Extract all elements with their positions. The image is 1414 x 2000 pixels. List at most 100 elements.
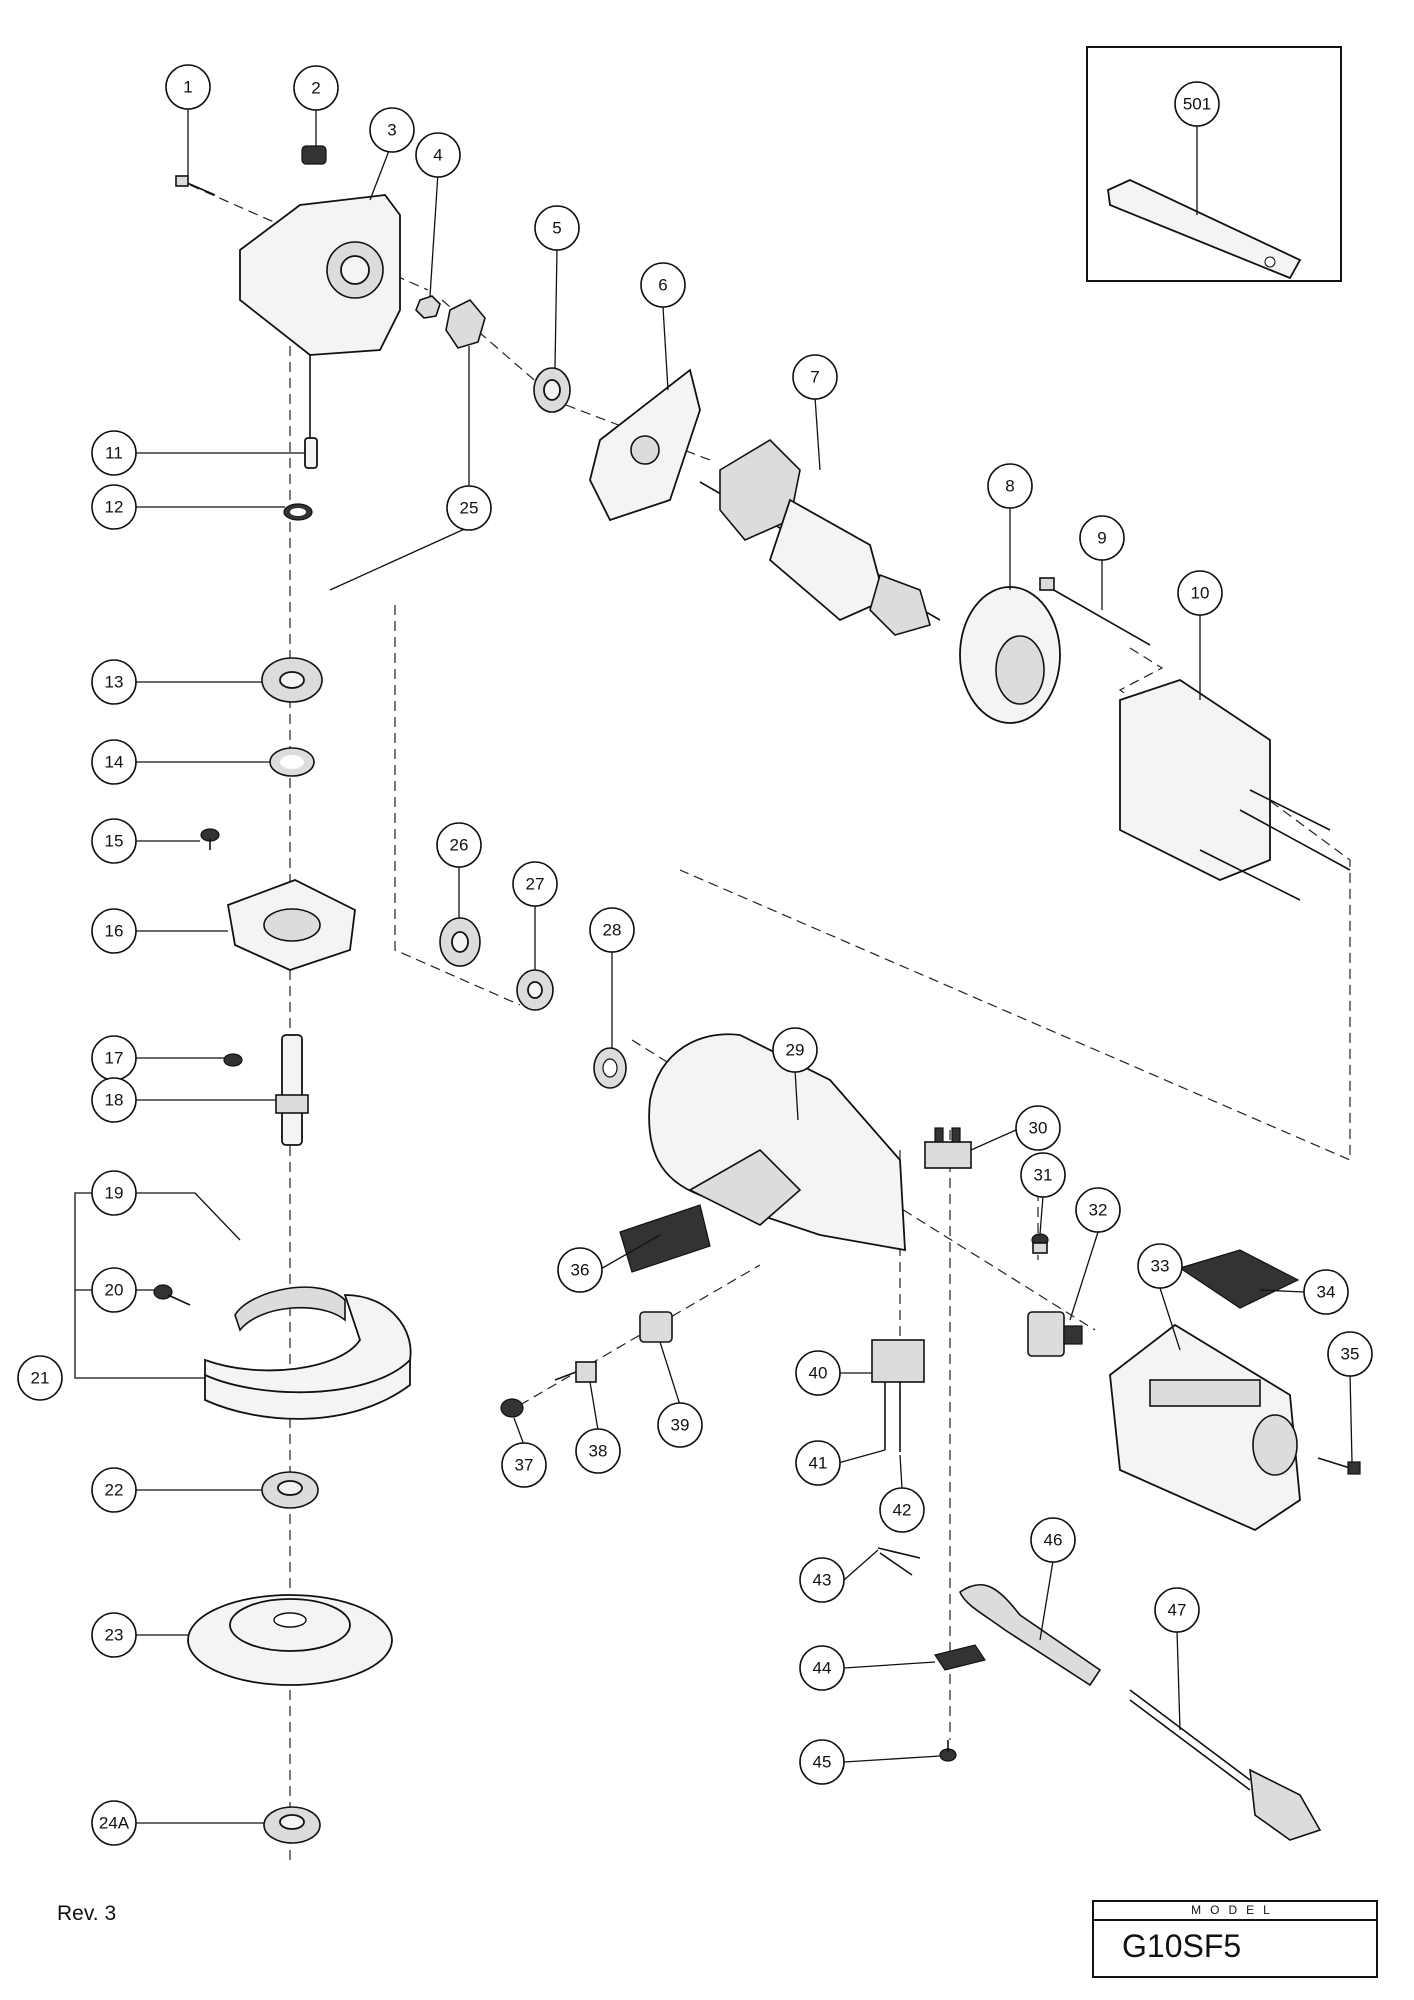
callouts: 1 2 3 4 5 6 7 8 9 10 11 12 13 14 15 16 1… (17, 64, 1373, 1846)
bearing-26-drawing (439, 917, 481, 967)
stator-10-drawing (1119, 679, 1351, 901)
model-caption: MODEL (1094, 1902, 1376, 1921)
bearing-13-drawing (261, 657, 323, 703)
tail-cover-33-drawing (1109, 1323, 1301, 1532)
callout-38: 38 (575, 1428, 621, 1474)
callout-9: 9 (1079, 515, 1125, 561)
cord-armor-46-drawing (959, 1583, 1102, 1687)
baffle-plate-6-drawing (589, 368, 701, 522)
screw-20-drawing (153, 1284, 191, 1306)
svg-text:18: 18 (105, 1091, 124, 1110)
svg-text:45: 45 (813, 1753, 832, 1772)
svg-text:37: 37 (515, 1456, 534, 1475)
callout-34: 34 (1303, 1269, 1349, 1315)
cord-clamp-44-drawing (934, 1644, 986, 1671)
revision-label: Rev. 3 (57, 1902, 117, 1925)
svg-text:8: 8 (1005, 477, 1014, 496)
svg-text:31: 31 (1034, 1166, 1053, 1185)
callout-46: 46 (1030, 1517, 1076, 1563)
spindle-18-drawing (275, 1034, 309, 1146)
noise-suppressor-40-drawing (871, 1339, 925, 1452)
svg-text:20: 20 (105, 1281, 124, 1300)
callout-41: 41 (795, 1440, 841, 1486)
callout-17: 17 (91, 1035, 137, 1081)
grinding-wheel-23-drawing (187, 1594, 393, 1686)
callout-18: 18 (91, 1077, 137, 1123)
washer-28-drawing (593, 1047, 627, 1089)
callout-501: 501 (1174, 81, 1220, 127)
callout-20: 20 (91, 1267, 137, 1313)
cord-47-drawing (1129, 1689, 1322, 1841)
callout-8: 8 (987, 463, 1033, 509)
svg-text:41: 41 (809, 1454, 828, 1473)
svg-text:4: 4 (433, 146, 442, 165)
switch-32-drawing (1027, 1311, 1083, 1357)
cap-2-drawing (301, 145, 327, 165)
callout-16: 16 (91, 908, 137, 954)
callout-44: 44 (799, 1645, 845, 1691)
callout-43: 43 (799, 1557, 845, 1603)
callout-6: 6 (640, 262, 686, 308)
callout-25: 25 (446, 485, 492, 531)
bearing-27-drawing (516, 969, 554, 1011)
screw-17-drawing (223, 1053, 243, 1067)
pin-11-drawing (304, 437, 318, 469)
pinion-gear-25-drawing (445, 299, 486, 349)
svg-text:2: 2 (311, 79, 320, 98)
svg-text:14: 14 (105, 753, 124, 772)
svg-text:26: 26 (450, 836, 469, 855)
callout-14: 14 (91, 739, 137, 785)
callout-27: 27 (512, 861, 558, 907)
svg-text:36: 36 (571, 1261, 590, 1280)
svg-text:501: 501 (1183, 95, 1211, 114)
svg-text:47: 47 (1168, 1601, 1187, 1620)
callout-7: 7 (792, 354, 838, 400)
callout-11: 11 (91, 430, 137, 476)
svg-text:43: 43 (813, 1571, 832, 1590)
brush-cap-37-drawing (500, 1398, 524, 1418)
wheel-guard-21-drawing (204, 1286, 412, 1420)
svg-text:24A: 24A (99, 1814, 130, 1833)
callout-22: 22 (91, 1467, 137, 1513)
callout-2: 2 (293, 65, 339, 111)
svg-text:46: 46 (1044, 1531, 1063, 1550)
label-34-drawing (1178, 1249, 1300, 1309)
svg-text:38: 38 (589, 1442, 608, 1461)
retaining-ring-12-drawing (283, 503, 313, 521)
svg-text:21: 21 (31, 1369, 50, 1388)
svg-text:44: 44 (813, 1659, 832, 1678)
wheel-nut-24a-drawing (263, 1806, 321, 1844)
svg-text:12: 12 (105, 498, 124, 517)
knob-31-drawing (1031, 1233, 1049, 1254)
svg-text:7: 7 (810, 368, 819, 387)
carbon-brush-38-drawing (554, 1361, 597, 1383)
screw-45-drawing (939, 1740, 957, 1762)
nut-4-drawing (415, 295, 441, 319)
callout-32: 32 (1075, 1187, 1121, 1233)
callout-21: 21 (17, 1355, 63, 1401)
svg-text:11: 11 (105, 444, 123, 463)
callout-3: 3 (369, 107, 415, 153)
washer-14-drawing (269, 747, 315, 777)
svg-text:33: 33 (1151, 1257, 1170, 1276)
callout-35: 35 (1327, 1331, 1373, 1377)
callout-28: 28 (589, 907, 635, 953)
screw-35-drawing (1317, 1457, 1361, 1475)
callout-30: 30 (1015, 1105, 1061, 1151)
svg-text:39: 39 (671, 1416, 690, 1435)
svg-text:10: 10 (1191, 584, 1210, 603)
svg-text:19: 19 (105, 1184, 124, 1203)
svg-text:35: 35 (1341, 1345, 1360, 1364)
svg-text:32: 32 (1089, 1201, 1108, 1220)
leader-lines (74, 104, 1353, 1824)
svg-text:17: 17 (105, 1049, 124, 1068)
callout-40: 40 (795, 1350, 841, 1396)
svg-text:1: 1 (183, 78, 192, 97)
callout-31: 31 (1020, 1152, 1066, 1198)
brush-holder-39-drawing (639, 1311, 673, 1343)
callout-5: 5 (534, 205, 580, 251)
svg-text:30: 30 (1029, 1119, 1048, 1138)
screw-1-drawing (175, 175, 216, 196)
svg-text:16: 16 (105, 922, 124, 941)
